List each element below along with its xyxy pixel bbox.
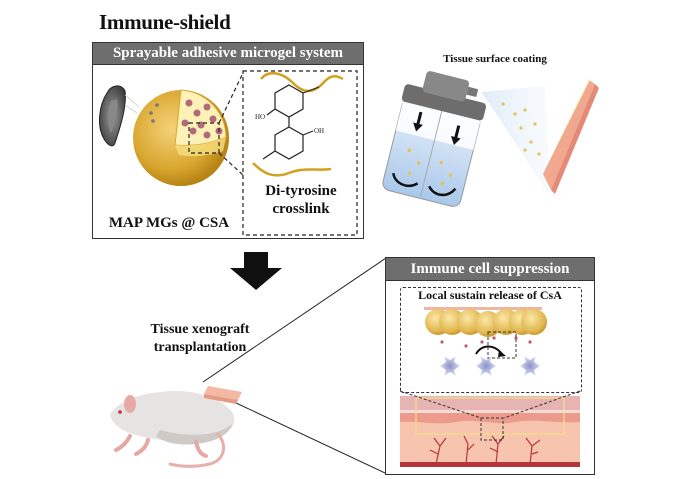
figure-title: Immune-shield [99, 10, 231, 34]
spray-bottle-icon [382, 71, 487, 207]
drug-particles [181, 99, 223, 139]
down-arrow-icon [230, 252, 282, 290]
immune-suppression-header: Immune cell suppression [386, 258, 594, 281]
tissue-slab-icon [543, 78, 599, 194]
crosslink-box [242, 70, 358, 236]
oh-label: OH [314, 127, 324, 135]
di-tyrosine-structure-icon: HO OH [252, 71, 344, 177]
tissue-cross-section [400, 396, 580, 467]
zoom-box [188, 122, 220, 154]
spray-label: Tissue surface coating [443, 53, 547, 65]
spray-mist [481, 86, 550, 196]
microgel-sphere-icon [133, 89, 229, 186]
sprayed-microgels [501, 102, 541, 156]
microgel-system-panel: Sprayable adhesive microgel system [92, 42, 364, 239]
microgel-beads [425, 309, 547, 337]
mouse-icon [110, 386, 242, 468]
xenograft-patch [204, 386, 242, 400]
mussel-shell-icon [99, 85, 140, 147]
curved-arrow-icon [475, 345, 503, 355]
microgel-system-header: Sprayable adhesive microgel system [93, 43, 363, 65]
spray-illustration [382, 71, 599, 207]
crosslink-label-line1: Di-tyrosine [265, 183, 337, 199]
xenograft-label-line1: Tissue xenograft [150, 322, 250, 337]
xenograft-label-line2: transplantation [153, 340, 247, 355]
csa-drug-dots [440, 336, 532, 348]
ho-label: HO [255, 113, 265, 121]
microgel-label: MAP MGs @ CSA [108, 215, 230, 231]
microgel-illustration: HO OH [99, 70, 358, 236]
release-inset-box [400, 287, 582, 393]
immune-cell-icons [440, 356, 540, 376]
crosslink-label-line2: crosslink [272, 201, 330, 217]
immune-suppression-panel: Immune cell suppression Local sustain re… [385, 257, 595, 475]
release-illustration [399, 307, 581, 467]
release-label: Local sustain release of CsA [418, 288, 562, 302]
